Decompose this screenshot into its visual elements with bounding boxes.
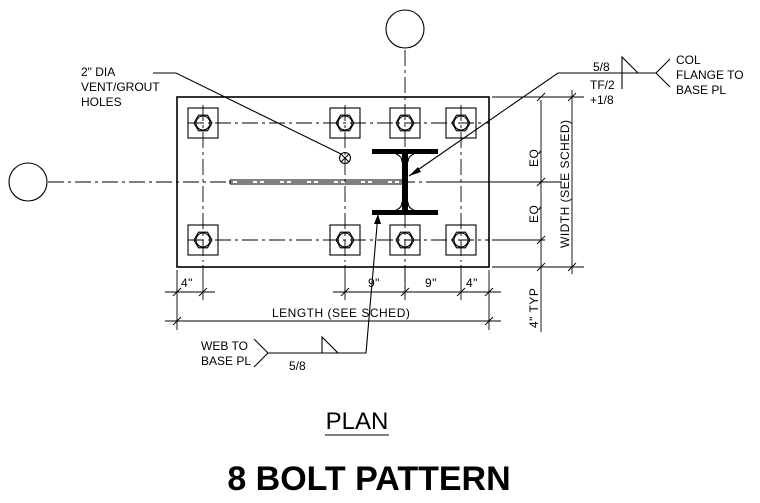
bolts [187, 107, 477, 256]
bolt [389, 224, 421, 256]
web-leader-arrow [374, 214, 381, 224]
svg-text:5/8: 5/8 [289, 359, 306, 373]
side-dimension-string [440, 90, 584, 332]
col-flange-note: COL FLANGE TO BASE PL [676, 53, 744, 97]
vent-hole-note: 2" DIA VENT/GROUT HOLES [81, 65, 160, 109]
svg-text:TF/2: TF/2 [590, 78, 615, 92]
bolt [187, 107, 219, 139]
dim-edge-right: 4" [466, 276, 478, 290]
flange-weld-leader [408, 72, 620, 177]
view-label: PLAN [326, 408, 389, 435]
dim-width: WIDTH (SEE SCHED) [558, 120, 572, 249]
dim-spacing-2: 9" [425, 276, 437, 290]
svg-text:HOLES: HOLES [81, 95, 122, 109]
dim-spacing-1: 9" [368, 276, 380, 290]
svg-text:2" DIA: 2" DIA [81, 65, 115, 79]
svg-text:COL: COL [676, 53, 701, 67]
dim-eq-top: EQ [527, 149, 541, 167]
vent-hole [338, 151, 352, 165]
grid-bubble-left [8, 162, 48, 202]
flange-leader-arrow [409, 167, 421, 176]
web-weld-leader [336, 213, 379, 354]
bottom-dimension-string [165, 265, 501, 330]
dim-eq-bottom: EQ [527, 205, 541, 223]
flange-weld-note: 5/8 TF/2 +1/8 [590, 60, 615, 107]
bolt [445, 107, 477, 139]
svg-text:5/8: 5/8 [593, 60, 610, 74]
bolt [187, 224, 219, 256]
svg-text:FLANGE TO: FLANGE TO [676, 68, 744, 82]
web-weld-note: WEB TO BASE PL 5/8 [201, 339, 306, 373]
dim-typ: 4" TYP [527, 288, 541, 328]
svg-text:VENT/GROUT: VENT/GROUT [81, 80, 160, 94]
svg-text:WEB TO: WEB TO [201, 339, 248, 353]
svg-text:BASE PL: BASE PL [676, 83, 726, 97]
flange-weld-symbol [620, 55, 671, 89]
bolt [389, 107, 421, 139]
drawing-title: 8 BOLT PATTERN [227, 460, 510, 498]
grid-bubble-top [385, 9, 425, 49]
bolt [329, 224, 361, 256]
bolt [445, 224, 477, 256]
svg-text:+1/8: +1/8 [590, 93, 614, 107]
vent-leader [153, 72, 342, 155]
column-section [372, 149, 438, 215]
svg-text:BASE PL: BASE PL [201, 354, 251, 368]
web-weld-symbol [253, 335, 340, 368]
bolt [329, 107, 361, 139]
dim-length: LENGTH (SEE SCHED) [272, 306, 410, 320]
dim-edge-left: 4" [181, 276, 193, 290]
